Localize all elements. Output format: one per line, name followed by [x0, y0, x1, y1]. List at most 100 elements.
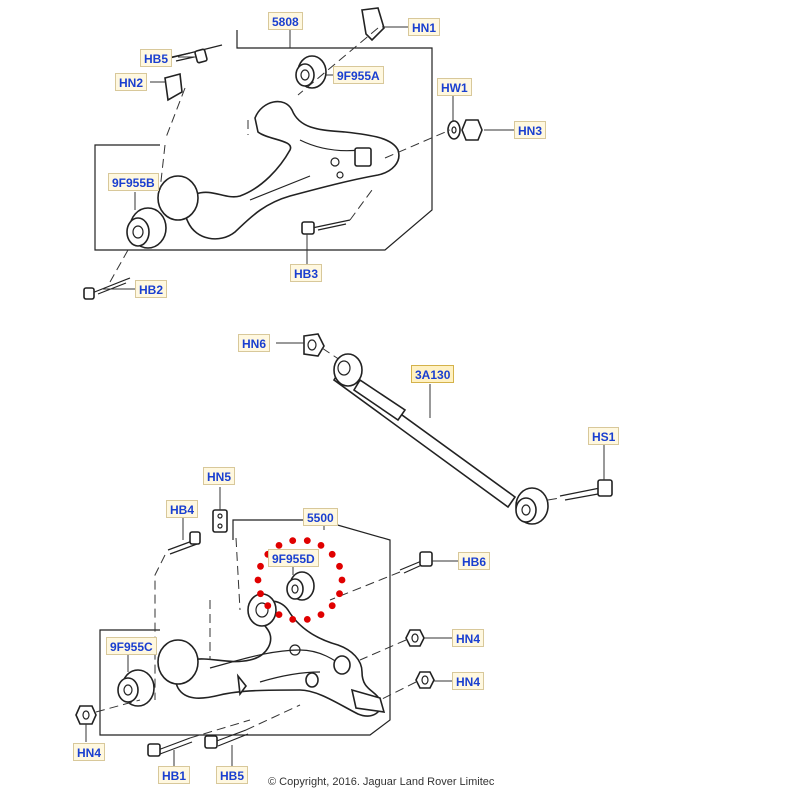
- nut-hn4-upper: [405, 629, 425, 647]
- lower-arm-assembly: [75, 487, 458, 766]
- arm-mount-flange: [350, 688, 386, 713]
- highlight-ring: [254, 537, 346, 623]
- arm-hole: [330, 157, 340, 167]
- arm-mount-block: [354, 147, 372, 167]
- bolt-hb1: [147, 737, 193, 757]
- toe-link-assembly: [276, 333, 613, 525]
- arm-rib: [259, 671, 321, 683]
- lower-control-arm: [174, 600, 382, 717]
- nut-hn4-left: [75, 705, 97, 725]
- highlight-dot: [254, 576, 262, 584]
- align-line: [379, 681, 417, 701]
- highlight-dot: [328, 550, 336, 558]
- assembly-bracket-box: [99, 519, 391, 736]
- bolt-hb5-upper: [169, 44, 223, 64]
- bolt-hb3: [301, 219, 351, 235]
- highlight-dot: [328, 602, 336, 610]
- bushing-9f955a: [295, 55, 327, 89]
- highlight-dot: [317, 542, 325, 549]
- arm-ball-mount: [305, 672, 319, 688]
- align-line: [349, 189, 373, 221]
- highlight-dot: [257, 590, 264, 598]
- upper-control-arm: [184, 100, 400, 240]
- label-9f955b[interactable]: 9F955B: [108, 173, 159, 191]
- label-5500[interactable]: 5500: [303, 508, 338, 526]
- upper-arm-assembly: [83, 7, 514, 300]
- label-hb4[interactable]: HB4: [166, 500, 199, 518]
- highlight-dot: [303, 537, 311, 544]
- highlight-dot: [275, 542, 283, 549]
- bushing-9f955c: [117, 669, 155, 707]
- arm-clip: [236, 673, 248, 697]
- nut-hn3: [461, 119, 483, 141]
- arm-hole: [336, 171, 344, 179]
- label-hn4-lower[interactable]: HN4: [452, 672, 485, 690]
- bushing-9f955b: [126, 207, 167, 249]
- label-hn2[interactable]: HN2: [115, 73, 148, 91]
- highlight-dot: [264, 602, 272, 610]
- align-line: [235, 537, 241, 611]
- assembly-bracket-top: [236, 30, 290, 49]
- bushing-9f955d: [286, 571, 315, 601]
- assembly-bracket-top: [232, 519, 320, 540]
- align-line: [359, 639, 407, 661]
- label-hn1[interactable]: HN1: [408, 18, 441, 36]
- label-hn3[interactable]: HN3: [514, 121, 547, 139]
- align-line: [154, 554, 166, 700]
- label-hb5-upper[interactable]: HB5: [140, 49, 173, 67]
- label-hb3[interactable]: HB3: [290, 264, 323, 282]
- label-3a130[interactable]: 3A130: [411, 365, 455, 383]
- align-line: [109, 249, 129, 283]
- lower-arm-outer-eye: [157, 639, 199, 685]
- highlight-dot: [275, 611, 283, 618]
- align-line: [245, 704, 301, 731]
- label-9f955c[interactable]: 9F955C: [106, 637, 157, 655]
- label-hb6[interactable]: HB6: [458, 552, 491, 570]
- highlight-dot: [338, 576, 346, 584]
- align-line: [297, 27, 379, 96]
- label-9f955a[interactable]: 9F955A: [333, 66, 384, 84]
- highlight-dot: [257, 562, 264, 570]
- nut-hn1: [361, 7, 385, 42]
- bolt-hb4: [167, 531, 201, 555]
- nut-hn2: [164, 72, 183, 102]
- align-line: [321, 347, 341, 361]
- washer-hw1: [447, 120, 461, 140]
- assembly-bracket-box: [94, 47, 433, 251]
- arm-rib: [249, 175, 311, 201]
- nut-hn5: [212, 509, 228, 533]
- align-line: [159, 87, 186, 191]
- label-hn6[interactable]: HN6: [238, 334, 271, 352]
- highlight-dot: [317, 611, 325, 618]
- highlight-dot: [289, 616, 297, 623]
- arm-end-eye: [157, 175, 199, 221]
- label-hn5[interactable]: HN5: [203, 467, 236, 485]
- highlight-dot: [336, 562, 343, 570]
- align-line: [547, 497, 561, 501]
- arm-ball-mount: [333, 655, 351, 675]
- highlight-dot: [303, 616, 311, 623]
- label-hb5-lower[interactable]: HB5: [216, 766, 249, 784]
- arm-hole: [289, 644, 301, 656]
- nut-hn6: [303, 333, 325, 357]
- label-hn4-upper[interactable]: HN4: [452, 629, 485, 647]
- label-hw1[interactable]: HW1: [437, 78, 472, 96]
- lower-arm-inner-eye: [247, 593, 277, 627]
- label-hb2[interactable]: HB2: [135, 280, 168, 298]
- label-hb1[interactable]: HB1: [158, 766, 191, 784]
- align-line: [384, 129, 451, 159]
- bolt-hb5-lower: [204, 729, 249, 749]
- bolt-hs1: [559, 479, 613, 501]
- label-5808[interactable]: 5808: [268, 12, 303, 30]
- toe-link-outer-eye: [515, 487, 549, 525]
- align-line: [189, 719, 251, 739]
- label-hn4-left[interactable]: HN4: [73, 743, 106, 761]
- copyright-notice: © Copyright, 2016. Jaguar Land Rover Lim…: [268, 776, 495, 788]
- nut-hn4-lower: [415, 671, 435, 689]
- label-9f955d[interactable]: 9F955D: [268, 549, 319, 567]
- highlight-dot: [289, 537, 297, 544]
- highlight-dot: [336, 590, 343, 598]
- label-hs1[interactable]: HS1: [588, 427, 620, 445]
- align-line: [95, 699, 141, 713]
